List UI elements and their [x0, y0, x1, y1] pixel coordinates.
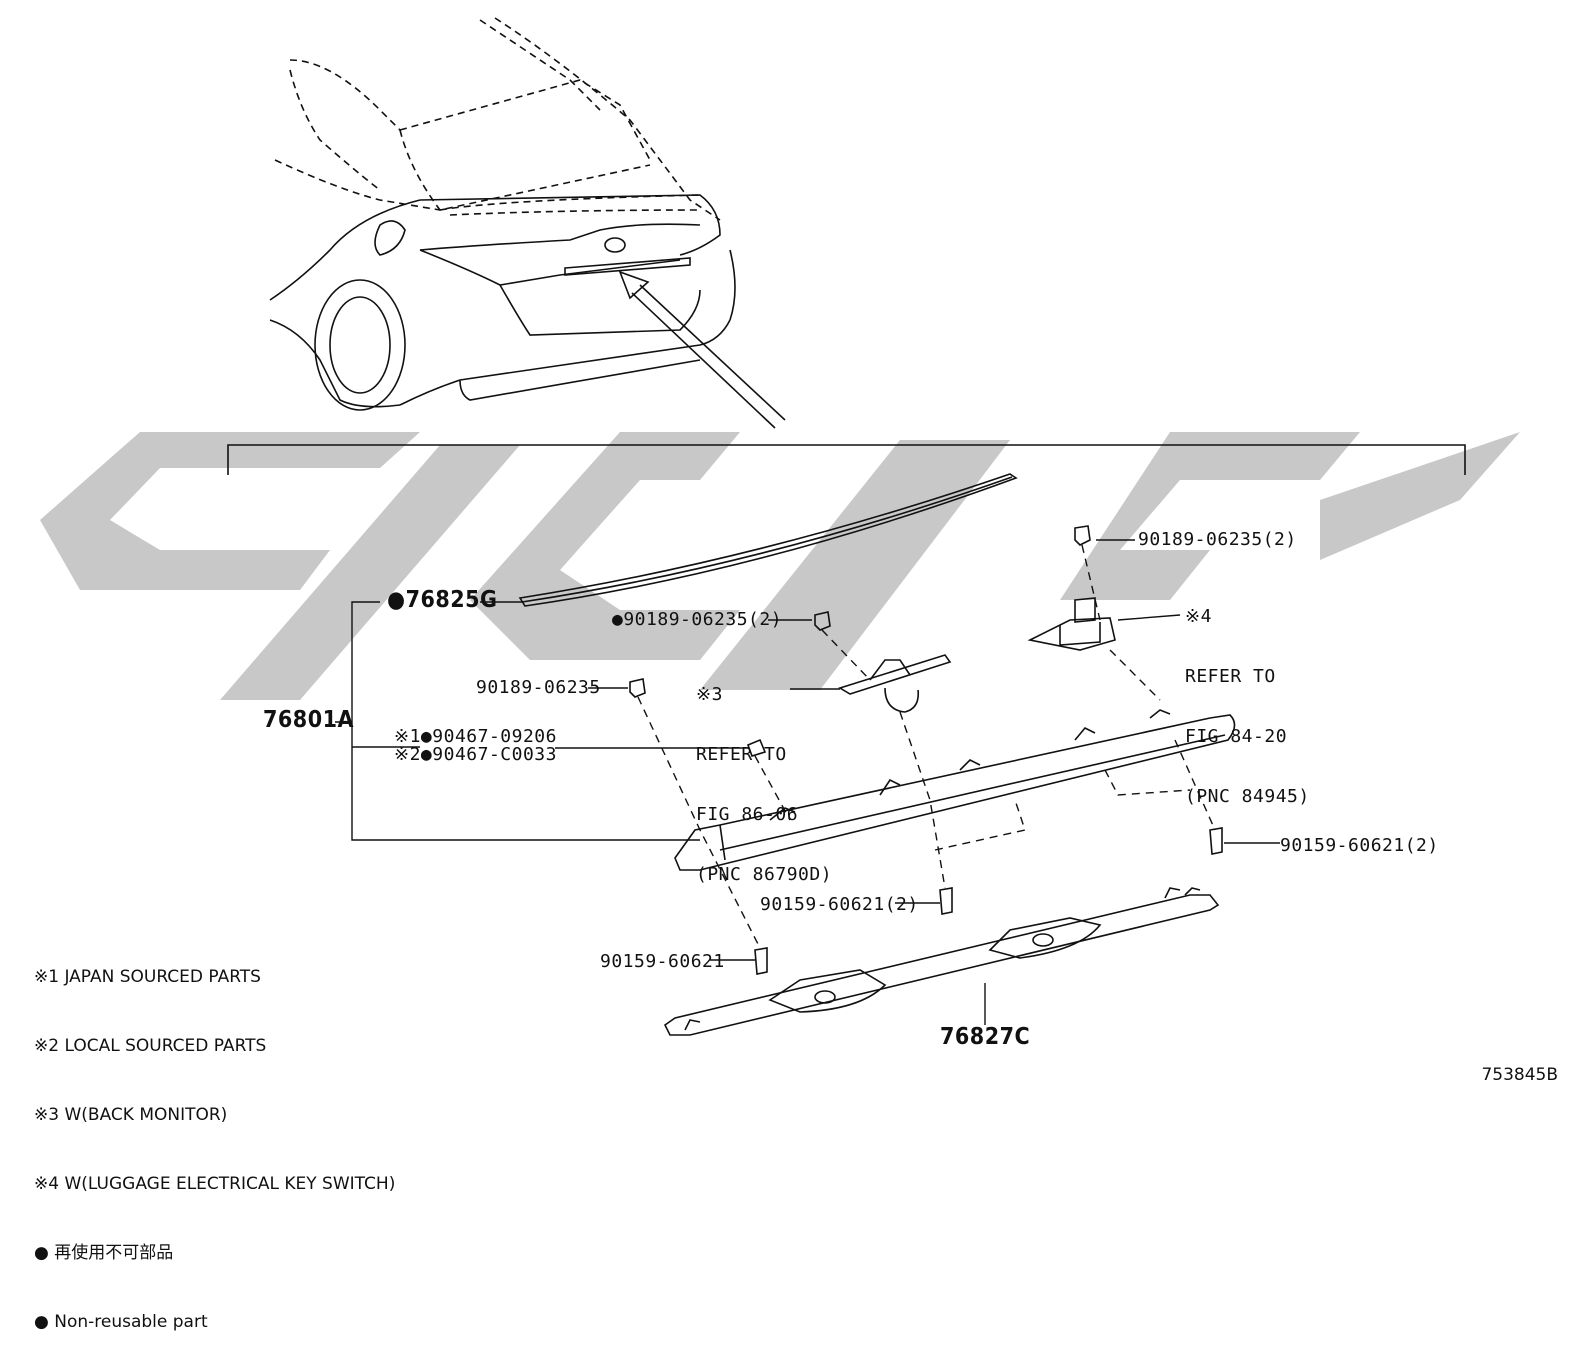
- note-mark: ※1: [394, 726, 421, 747]
- legend: ※1 JAPAN SOURCED PARTS ※2 LOCAL SOURCED …: [34, 920, 395, 1357]
- part-number: 90189-06235(2): [623, 609, 783, 630]
- non-reusable-dot: [421, 744, 432, 765]
- label-90159-60621-right: 90159-60621(2): [1280, 835, 1439, 856]
- legend-item: ● Non-reusable part: [34, 1312, 208, 1332]
- part-number: 76825G: [405, 587, 498, 613]
- bolt-90159-middle: [939, 887, 953, 915]
- label-90159-60621-middle: 90159-60621(2): [760, 894, 919, 915]
- label-76827C: 76827C: [940, 1024, 1031, 1050]
- reference-note-4: ※4 REFER TO FIG 84-20 (PNC 84945): [1185, 567, 1310, 827]
- note-mark: ※3: [696, 684, 723, 705]
- vehicle-rear-view: [274, 17, 721, 221]
- figure-number: 753845B: [1481, 1065, 1558, 1085]
- clip-90467: [746, 738, 767, 757]
- non-reusable-dot: [421, 726, 432, 747]
- label-90467-09206: ※1 90467-09206: [394, 726, 557, 747]
- reference-note-3: ※3 REFER TO FIG 86-06 (PNC 86790D): [696, 645, 832, 905]
- label-76825G: 76825G: [387, 587, 498, 613]
- legend-item: ※3 W(BACK MONITOR): [34, 1105, 228, 1125]
- legend-item: ※1 JAPAN SOURCED PARTS: [34, 967, 261, 987]
- back-monitor-camera: [838, 654, 952, 713]
- label-90189-06235-right: 90189-06235(2): [1138, 529, 1297, 550]
- clip-90189-left: [629, 678, 646, 698]
- leader-lines: [335, 539, 1280, 1025]
- note-mark: ※4: [1185, 606, 1212, 627]
- assembly-lines: [637, 544, 1216, 949]
- label-90189-06235-middle: 90189-06235(2): [612, 610, 782, 630]
- parts-diagram: 76825G 76801A 76827C 90189-06235(2) 9018…: [0, 0, 1592, 1099]
- part-number: 90467-09206: [432, 726, 557, 747]
- assembly-bracket-line: [227, 444, 1466, 475]
- reference-line: FIG 86-06: [696, 804, 799, 825]
- reference-line: REFER TO: [696, 744, 787, 765]
- bolt-90159-left: [754, 947, 768, 975]
- reference-line: (PNC 86790D): [696, 864, 833, 885]
- label-76801A: 76801A: [263, 707, 355, 733]
- clip-90189-right: [1074, 525, 1091, 546]
- legend-item: ● 再使用不可部品: [34, 1243, 174, 1263]
- reference-line: REFER TO: [1185, 666, 1276, 687]
- part-number: 90467-C0033: [432, 744, 557, 765]
- clip-90189-middle: [814, 611, 831, 631]
- garnish-bar-76801A: [674, 709, 1236, 871]
- label-90189-06235-left: 90189-06235: [476, 677, 601, 698]
- reference-line: FIG 84-20: [1185, 726, 1288, 747]
- label-90159-60621-left: 90159-60621: [600, 951, 725, 972]
- bolt-90159-right: [1209, 827, 1223, 855]
- reference-line: (PNC 84945): [1185, 786, 1310, 807]
- vehicle-rear-body: [269, 194, 736, 411]
- legend-item: ※4 W(LUGGAGE ELECTRICAL KEY SWITCH): [34, 1174, 396, 1194]
- luggage-key-switch: [1027, 597, 1116, 651]
- lower-garnish-76827C: [663, 887, 1220, 1036]
- location-arrow: [618, 270, 786, 429]
- label-90467-C0033: ※2 90467-C0033: [394, 744, 557, 765]
- note-mark: ※2: [394, 744, 421, 765]
- moulding-strip-76825G: [518, 473, 1018, 607]
- legend-item: ※2 LOCAL SOURCED PARTS: [34, 1036, 267, 1056]
